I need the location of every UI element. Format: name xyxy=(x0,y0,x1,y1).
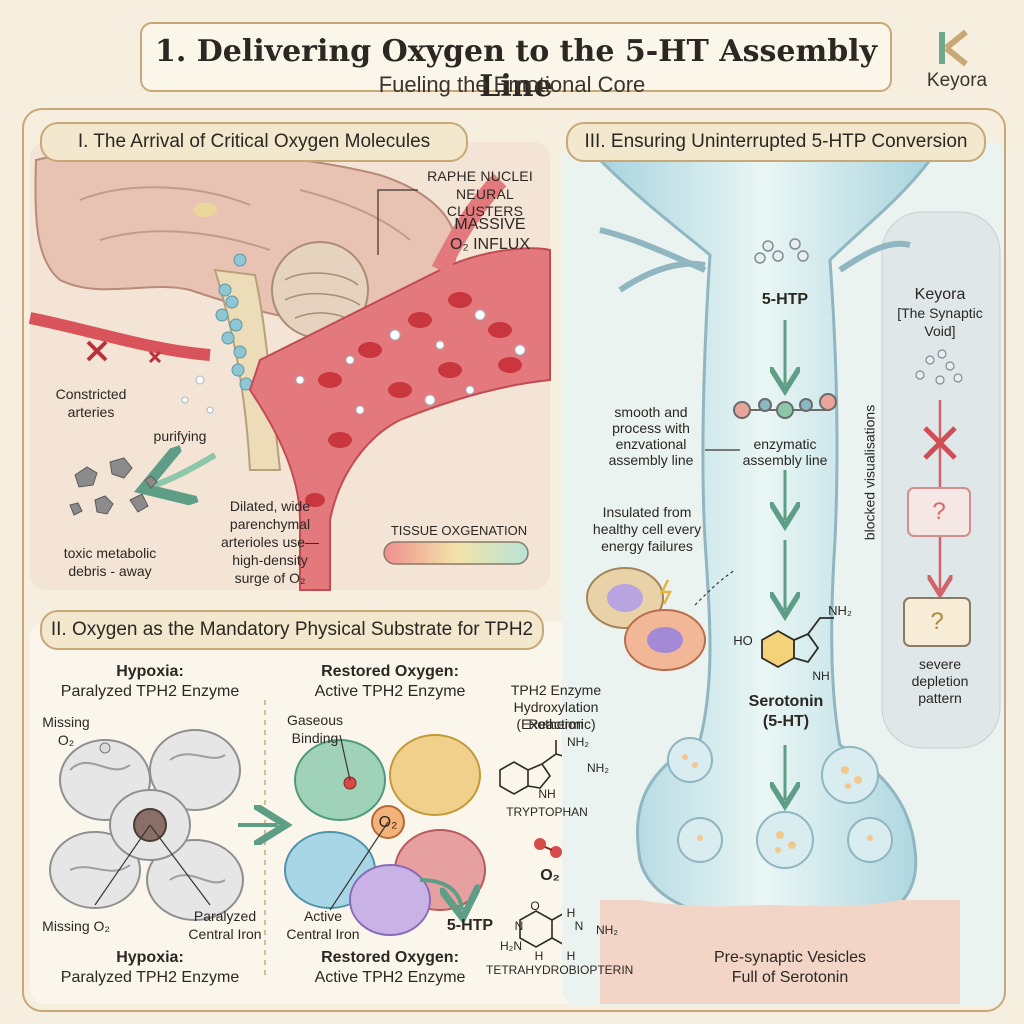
debris-label-1: toxic metabolic xyxy=(63,545,157,561)
smooth-3: enzvational xyxy=(615,436,687,452)
dilated-label-3: arterioles use— xyxy=(220,534,320,550)
enzymatic-1: enzymatic xyxy=(753,436,817,452)
serotonin-2: (5-HT) xyxy=(762,713,810,730)
serotonin-structure xyxy=(761,617,834,669)
missing-o2-bottom: Missing O₂ xyxy=(42,918,110,934)
o2-reagent-label: O₂ xyxy=(540,867,560,884)
raphe-label-2: NEURAL CLUSTERS xyxy=(446,186,524,219)
dilated-vessel xyxy=(248,247,551,591)
question-mark-1: ? xyxy=(932,498,946,525)
dilated-label-4: high-density xyxy=(232,552,308,568)
purifying-label: purifying xyxy=(153,428,207,444)
restored-top-1: Restored Oxygen: xyxy=(321,663,459,680)
bh4-h1: H xyxy=(566,906,576,920)
restored-top-2: Active TPH2 Enzyme xyxy=(314,683,466,700)
dilated-label-5: surge of O₂ xyxy=(234,570,306,586)
page-subtitle: Fueling the Emotional Core xyxy=(378,72,646,97)
severe-3: pattern xyxy=(918,690,962,706)
gaseous-2: Binding xyxy=(291,730,339,746)
brand-name: Keyora xyxy=(926,70,988,91)
panel1-art xyxy=(28,142,551,591)
serotonin-ho: HO xyxy=(733,633,753,648)
keyora-logo-mark xyxy=(939,29,968,67)
insulated-3: energy failures xyxy=(601,538,693,554)
restored-bottom-2: Active TPH2 Enzyme xyxy=(314,969,466,986)
trp-nh: NH xyxy=(538,787,556,801)
panel1-heading: I. The Arrival of Critical Oxygen Molecu… xyxy=(40,122,468,162)
serotonin-1: Serotonin xyxy=(748,693,824,710)
debris-label-2: debris - away xyxy=(68,563,152,579)
panel2-heading: II. Oxygen as the Mandatory Physical Sub… xyxy=(40,610,544,650)
panel2-art xyxy=(30,622,630,1004)
gauge-label: TISSUE OXGENATION xyxy=(390,523,528,538)
active-iron-1: Active xyxy=(303,908,343,924)
product-5htp: 5-HTP xyxy=(446,917,494,934)
bh4-h2: H xyxy=(534,949,544,963)
enzymatic-2: assembly line xyxy=(742,452,828,468)
htp-label: 5-HTP xyxy=(761,291,809,308)
reaction-3: (Exothermic) xyxy=(516,716,596,732)
outer-frame xyxy=(22,108,1006,1012)
bh4-nh2: NH₂ xyxy=(596,923,618,937)
reaction-1: TPH2 Enzyme xyxy=(510,682,602,698)
dilated-label-1: Dilated, wide xyxy=(229,498,311,514)
constricted-label-2: arteries xyxy=(67,404,115,420)
trp-nh2-a: NH₂ xyxy=(567,735,589,749)
active-enzyme xyxy=(284,734,486,936)
restored-bottom-1: Restored Oxygen: xyxy=(321,949,459,966)
title-box: 1. Delivering Oxygen to the 5-HT Assembl… xyxy=(140,22,892,104)
influx-label-2: O₂ INFLUX xyxy=(450,236,530,253)
smooth-2: process with xyxy=(612,420,690,436)
question-mark-2: ? xyxy=(930,608,944,635)
tryptophan-label: TRYPTOPHAN xyxy=(506,805,588,819)
hypoxia-top-2: Paralyzed TPH2 Enzyme xyxy=(60,683,240,700)
page-title: 1. Delivering Oxygen to the 5-HT Assembl… xyxy=(154,34,878,104)
hypoxia-bottom-2: Paralyzed TPH2 Enzyme xyxy=(60,969,240,986)
serotonin-nh: NH xyxy=(812,669,830,683)
missing-o2-1: Missing xyxy=(42,714,90,730)
smooth-1: smooth and xyxy=(614,404,688,420)
void-label-1: Keyora xyxy=(914,286,966,303)
paralyzed-iron-1: Paralyzed xyxy=(193,908,257,924)
void-label-2: [The Synaptic xyxy=(897,305,983,321)
hypoxia-top-1: Hypoxia: xyxy=(116,663,184,680)
enzyme-chain xyxy=(733,393,837,419)
blocked-label: blocked visualisations xyxy=(861,404,878,541)
mitochondria xyxy=(586,567,736,671)
bh4-h3: H xyxy=(566,949,576,963)
severe-2: depletion xyxy=(911,673,969,689)
vesicles-2: Full of Serotonin xyxy=(731,969,849,986)
void-label-3: Void] xyxy=(924,323,956,339)
insulated-1: Insulated from xyxy=(602,504,692,520)
smooth-4: assembly line xyxy=(608,452,694,468)
raphe-label-1: RAPHE NUCLEI xyxy=(427,168,533,184)
hypoxia-enzyme xyxy=(49,729,244,921)
bh4-o: O xyxy=(530,899,540,913)
oxygenation-gauge xyxy=(383,541,529,565)
influx-label-1: MASSIVE xyxy=(454,216,526,233)
serotonin-nh2: NH₂ xyxy=(828,603,852,618)
gaseous-1: Gaseous xyxy=(286,712,344,728)
o2-center-label: O₂ xyxy=(378,814,398,831)
dilated-label-2: parenchymal xyxy=(229,516,311,532)
active-iron-2: Central Iron xyxy=(286,926,360,942)
bh4-n1: N xyxy=(514,919,524,933)
reaction-2: Hydroxylation Reaction xyxy=(513,699,599,732)
paralyzed-iron-2: Central Iron xyxy=(188,926,262,942)
missing-o2-2: O₂ xyxy=(57,732,75,748)
constricted-label-1: Constricted xyxy=(55,386,127,402)
bh4-n2: N xyxy=(574,919,584,933)
o2-molecule xyxy=(534,838,562,858)
bh4-h2n: H₂N xyxy=(500,939,522,953)
panel3-heading: III. Ensuring Uninterrupted 5-HTP Conver… xyxy=(566,122,986,162)
hypoxia-bottom-1: Hypoxia: xyxy=(116,949,184,966)
vesicles-1: Pre-synaptic Vesicles xyxy=(713,949,867,966)
panel3-art xyxy=(562,142,1008,1006)
tetrahydrobiopterin-label: TETRAHYDROBIOPTERIN xyxy=(486,963,634,977)
severe-1: severe xyxy=(918,656,962,672)
trp-nh2-b: NH₂ xyxy=(587,761,609,775)
insulated-2: healthy cell every xyxy=(592,521,702,537)
